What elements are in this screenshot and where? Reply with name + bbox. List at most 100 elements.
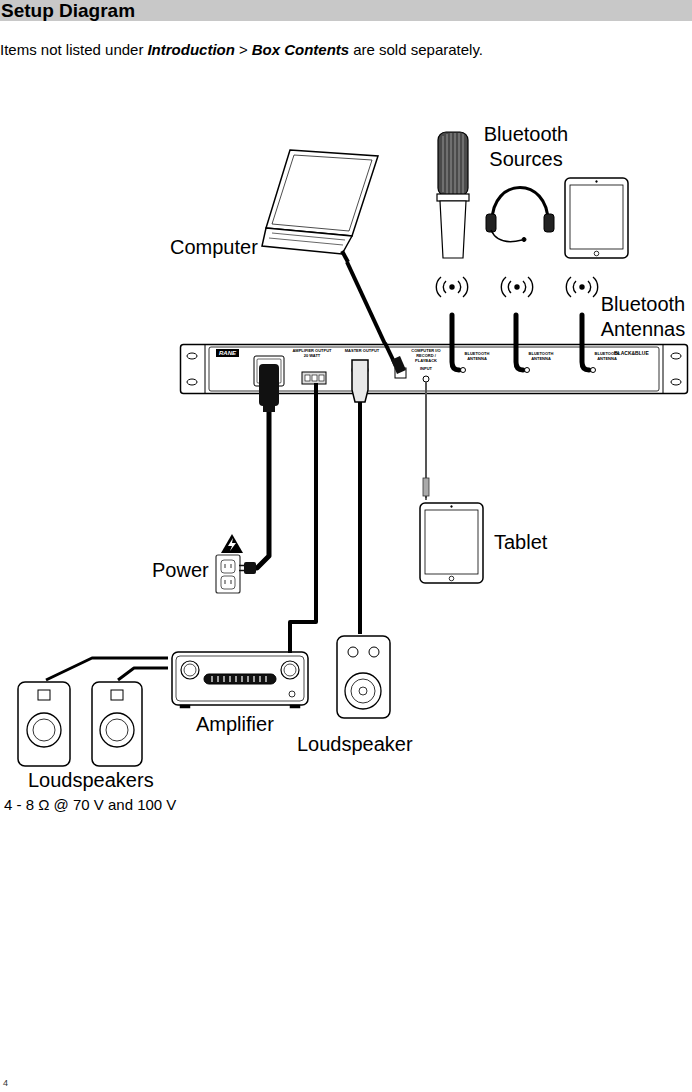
device-group: Bluetooth Sources [430, 118, 635, 262]
intro-line: Items not listed underIntroduction>Box C… [0, 41, 483, 59]
headset [544, 214, 554, 232]
panel-print: RANE [216, 349, 239, 357]
wall-outlet [216, 555, 240, 593]
device-label: Power [152, 558, 209, 582]
panel-print: BLUETOOTH ANTENNA [524, 351, 558, 361]
loudspeaker-cabinet [337, 636, 390, 718]
amplifier-terminal [312, 375, 317, 381]
amplifier-unit [172, 652, 308, 705]
amplifier-unit [281, 661, 299, 679]
headset [492, 188, 548, 223]
power-plug [239, 565, 245, 567]
wireless-symbol [523, 281, 526, 293]
panel-print: BLACK&BLUE [614, 350, 649, 356]
loudspeaker-cabinet [337, 636, 390, 718]
tablet-icon [565, 178, 628, 258]
wireless-symbol [450, 285, 454, 289]
wireless-symbol [443, 281, 446, 293]
loudspeaker-cabinet [348, 647, 358, 657]
wireless-symbol [501, 277, 506, 297]
rack-chassis [181, 345, 688, 394]
input-jack [423, 376, 429, 382]
laptop [266, 150, 378, 236]
rack-chassis [671, 353, 681, 359]
intro-text: are sold separately. [353, 41, 483, 59]
page-title: Setup Diagram [1, 0, 135, 21]
antenna-connector [461, 368, 466, 373]
antenna-connector [525, 368, 530, 373]
wireless-symbol [458, 281, 461, 293]
microphone [438, 132, 468, 196]
microphone [455, 133, 456, 195]
usb-plug [385, 343, 406, 374]
cable [290, 394, 316, 648]
microphone [440, 201, 466, 258]
amplifier-unit [289, 691, 295, 697]
device-label: Bluetooth Antennas [596, 292, 690, 342]
wall-outlet [221, 576, 235, 589]
headset [486, 214, 496, 232]
loudspeaker-cabinet [345, 673, 381, 709]
device-label: Bluetooth Sources [470, 122, 582, 172]
microphone [437, 194, 469, 201]
device-group: Power [148, 530, 244, 596]
loudspeaker-cabinet [38, 690, 50, 700]
wireless-symbol [566, 277, 571, 297]
amplifier-terminal [319, 375, 324, 381]
wireless-symbol [573, 281, 576, 293]
cable [358, 394, 362, 634]
wall-outlet [225, 564, 226, 568]
amplifier-unit [172, 652, 308, 708]
amplifier-terminal [302, 372, 326, 384]
rack-chassis [205, 345, 206, 393]
xlr-plug [352, 360, 368, 402]
loudspeaker-cabinet [18, 682, 70, 766]
intro-text: Items not listed under [0, 41, 143, 59]
bluetooth-antenna [516, 315, 523, 370]
wireless-symbol [463, 277, 468, 297]
wireless-symbol [515, 285, 519, 289]
cable [347, 262, 385, 344]
wall-outlet [216, 555, 240, 593]
intro-text: > [239, 41, 248, 59]
headset [486, 188, 554, 242]
xlr-plug [352, 360, 368, 402]
wireless-symbol [508, 281, 511, 293]
headset [522, 238, 526, 242]
wireless-symbol [593, 277, 598, 297]
rack-chassis [187, 353, 197, 359]
microphone [459, 133, 460, 195]
antenna-connector [591, 368, 596, 373]
amplifier-unit [212, 676, 266, 682]
bluetooth-antenna [582, 315, 589, 370]
wall-outlet [231, 564, 232, 568]
cable [118, 668, 168, 680]
tablet-icon [425, 510, 478, 574]
rack-chassis [671, 379, 681, 385]
panel-print: AMPLIFIER OUTPUT 20 WATT [290, 348, 334, 358]
audio-plug [425, 496, 427, 500]
panel-print: BLUETOOTH ANTENNA [460, 351, 494, 361]
power-plug [244, 562, 256, 574]
power-plug [239, 364, 279, 574]
rack-chassis [187, 379, 197, 385]
spec-note: 4 - 8 Ω @ 70 V and 100 V [4, 796, 176, 814]
laptop [262, 150, 378, 262]
intro-text: Introduction [147, 41, 234, 59]
audio-plug [423, 478, 429, 496]
loudspeaker-cabinet [359, 687, 367, 695]
amplifier-terminal [302, 372, 326, 384]
loudspeaker-cabinet [106, 719, 128, 741]
loudspeaker-cabinet [100, 713, 134, 747]
loudspeaker-cabinet [27, 713, 61, 747]
amplifier-unit [176, 656, 304, 701]
bluetooth-antenna [452, 315, 459, 370]
laptop [342, 251, 348, 262]
amplifier-terminal [305, 375, 310, 381]
tablet-icon [565, 178, 628, 258]
amplifier-unit [204, 674, 276, 684]
microphone [437, 132, 469, 258]
tablet-icon [451, 506, 453, 508]
headset [491, 230, 522, 242]
